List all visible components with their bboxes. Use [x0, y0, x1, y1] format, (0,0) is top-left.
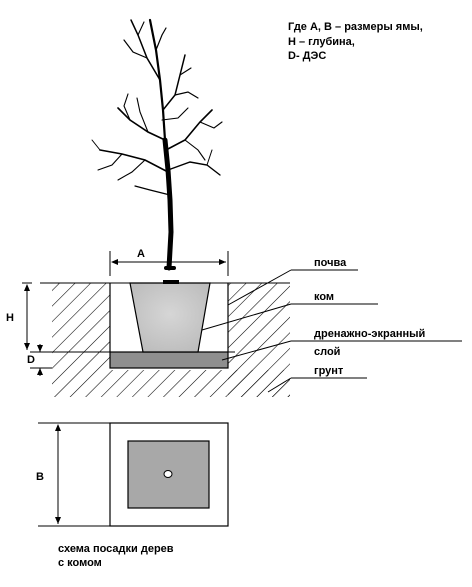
tree-trunk: [162, 137, 174, 271]
caption-line-2: с комом: [58, 557, 102, 569]
tree-branch: [99, 149, 169, 173]
plan-view: В: [36, 422, 229, 527]
tree-branch: [137, 21, 145, 36]
tree-branch: [167, 161, 221, 176]
tree-branch: [184, 139, 206, 161]
drainage-layer: [109, 351, 229, 369]
dimension-d-label: D: [27, 354, 35, 366]
callout-ground: грунт: [314, 365, 344, 377]
tree: [91, 18, 223, 271]
dimension-h-label: Н: [6, 312, 14, 324]
tree-branch: [206, 149, 213, 166]
legend-line-3: D- ДЭС: [288, 50, 326, 62]
caption-line-1: схема посадки дерев: [58, 543, 174, 555]
dimension-h: Н: [6, 282, 32, 350]
callout-drainage-line-1: дренажно-экранный: [314, 328, 425, 340]
tree-branch: [162, 54, 186, 111]
ground-section: [30, 280, 290, 397]
dimension-d: D: [27, 344, 52, 376]
dimension-a-label: А: [137, 248, 145, 260]
root-collar: [163, 280, 179, 284]
legend: Где А, В – размеры ямы, Н – глубина, D- …: [288, 21, 423, 62]
plan-trunk-marker: [163, 470, 173, 478]
tree-branch: [179, 67, 192, 76]
caption: схема посадки дерев с комом: [58, 543, 174, 569]
tree-branch: [123, 93, 131, 121]
root-ball: [129, 282, 211, 353]
tree-branch: [130, 19, 161, 81]
callout-root-ball: ком: [314, 291, 334, 303]
legend-line-1: Где А, В – размеры ямы,: [288, 21, 423, 33]
dimension-a: А: [109, 248, 229, 276]
tree-branch: [123, 39, 148, 59]
tree-branch: [155, 27, 167, 51]
tree-branch: [97, 153, 123, 171]
callout-soil: почва: [314, 257, 347, 269]
ground-hatch-right: [228, 283, 290, 397]
tree-branch: [161, 107, 189, 121]
ground-hatch-left: [52, 283, 110, 370]
tree-leader: [148, 18, 167, 142]
tree-branch: [117, 159, 146, 181]
tree-branch: [165, 109, 213, 151]
tree-branch: [136, 97, 149, 133]
dimension-b-label: В: [36, 471, 44, 483]
callout-drainage-line-2: слой: [314, 346, 340, 358]
tree-branch: [134, 185, 171, 196]
ground-hatch-bottom: [52, 370, 290, 397]
legend-line-2: Н – глубина,: [288, 36, 355, 48]
tree-branch: [174, 91, 199, 99]
tree-branch: [117, 107, 166, 141]
tree-branch: [91, 139, 101, 151]
callouts: почва ком дренажно-экранный слой грунт: [201, 257, 462, 393]
tree-branch: [199, 121, 223, 129]
